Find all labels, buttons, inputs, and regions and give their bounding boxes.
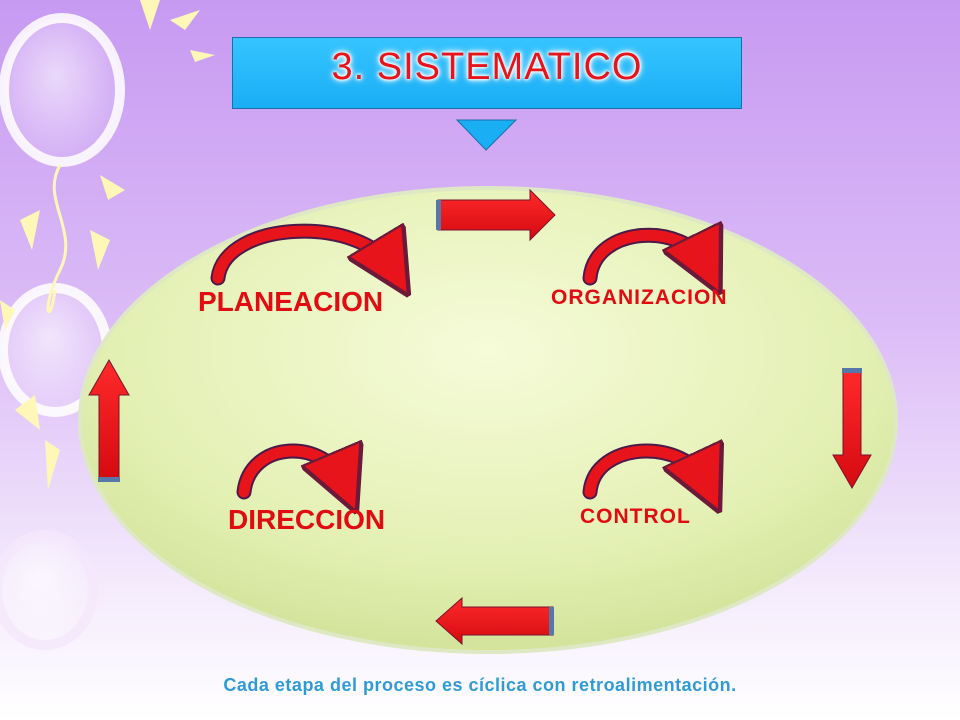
arrow-up-icon: [88, 358, 130, 482]
caption: Cada etapa del proceso es cíclica con re…: [223, 675, 737, 695]
arrow-down-icon: [832, 368, 872, 490]
curved-arrow-control-icon: [582, 451, 706, 492]
curved-arrow-planeacion-icon: [210, 231, 392, 278]
page-title: 3. SISTEMATICO: [331, 46, 643, 88]
stage-control: CONTROL: [580, 505, 691, 528]
arrow-left-icon: [435, 596, 554, 646]
stage-organizacion: ORGANIZACION: [551, 286, 728, 309]
down-arrow-icon: [455, 119, 518, 151]
sparkle-icon: [0, 0, 215, 490]
cycle-ellipse: [78, 186, 898, 654]
arrow-right-icon: [436, 188, 556, 242]
curved-arrow-organizacion-icon: [582, 235, 706, 278]
stage-planeacion: PLANEACION: [198, 286, 384, 317]
stage-direccion: DIRECCION: [228, 504, 386, 535]
curved-arrow-direccion-icon: [236, 451, 344, 492]
title-box: 3. SISTEMATICO: [232, 37, 742, 109]
